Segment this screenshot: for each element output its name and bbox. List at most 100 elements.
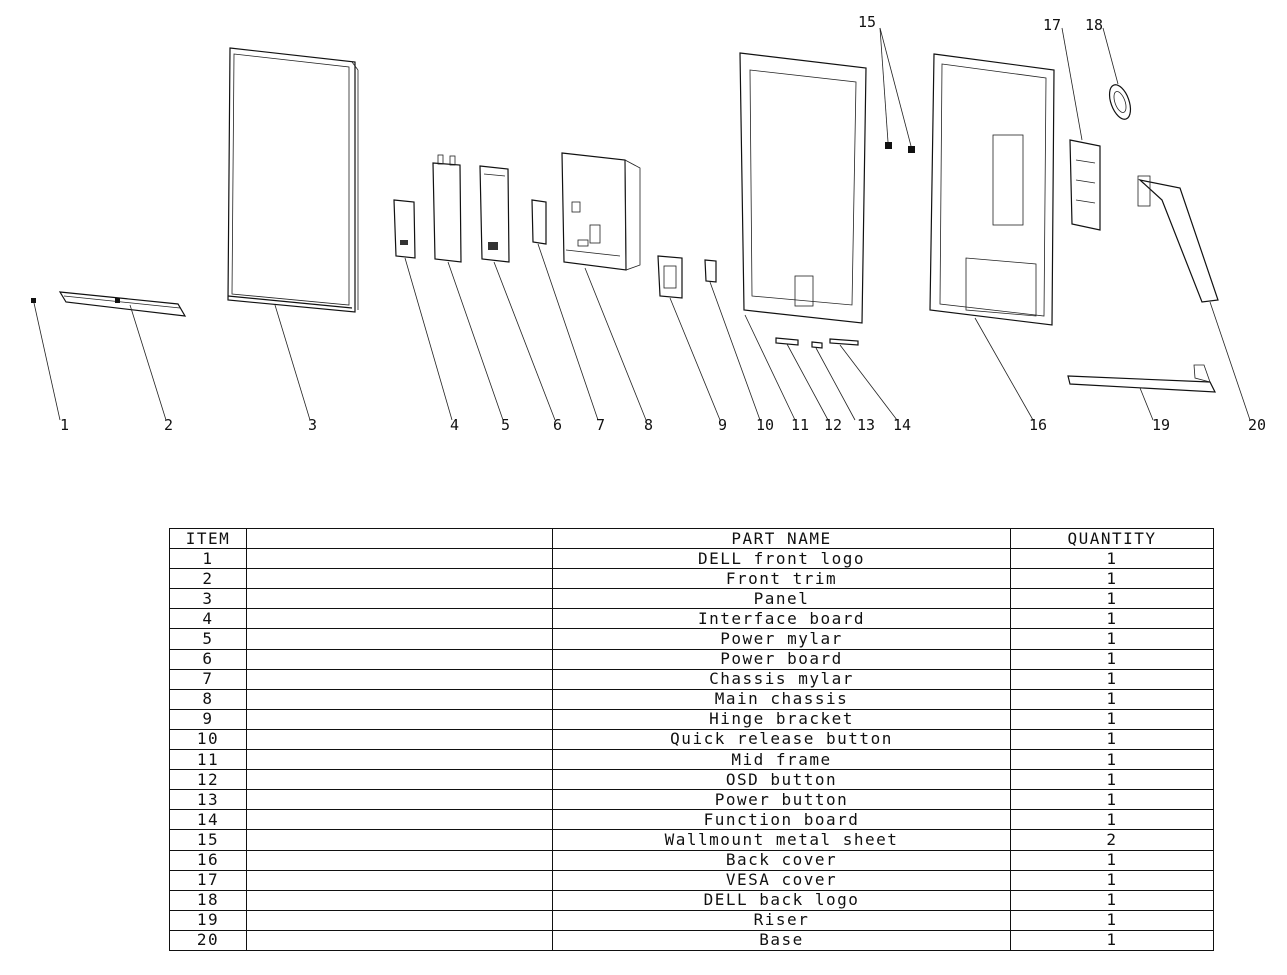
quantity-cell: 1 xyxy=(1010,668,1214,690)
blank-cell xyxy=(246,608,553,630)
part-panel xyxy=(227,47,359,313)
part-mid-frame xyxy=(739,52,867,324)
part-dell-back-logo xyxy=(1108,84,1132,120)
callout-14: 14 xyxy=(893,416,911,434)
quantity-cell: 1 xyxy=(1010,889,1214,911)
part-name-cell: Chassis mylar xyxy=(552,668,1011,690)
quantity-cell: 1 xyxy=(1010,688,1214,710)
callout-18: 18 xyxy=(1085,16,1103,34)
quantity-cell: 1 xyxy=(1010,568,1214,590)
item-cell: 17 xyxy=(169,869,247,891)
callout-6: 6 xyxy=(553,416,562,434)
blank-cell xyxy=(246,889,553,911)
item-cell: 7 xyxy=(169,668,247,690)
blank-cell xyxy=(246,668,553,690)
part-function-board xyxy=(829,338,859,346)
blank-cell xyxy=(246,628,553,650)
item-cell: 3 xyxy=(169,588,247,610)
part-name-cell: Main chassis xyxy=(552,688,1011,710)
item-cell: 11 xyxy=(169,749,247,771)
blank-cell xyxy=(246,548,553,570)
item-cell: 4 xyxy=(169,608,247,630)
quantity-cell: 1 xyxy=(1010,548,1214,570)
part-name-cell: VESA cover xyxy=(552,869,1011,891)
item-cell: 16 xyxy=(169,849,247,871)
quantity-cell: 1 xyxy=(1010,909,1214,931)
part-name-cell: Base xyxy=(552,929,1011,951)
part-front-trim xyxy=(58,291,187,317)
part-vesa-cover xyxy=(1069,139,1101,231)
part-power-board xyxy=(479,165,510,263)
quantity-cell: 1 xyxy=(1010,869,1214,891)
part-back-cover xyxy=(929,53,1055,326)
exploded-view-drawing: 1 2 3 4 5 6 7 8 9 10 11 12 13 14 15 16 1… xyxy=(0,0,1287,470)
part-osd-button xyxy=(775,337,799,346)
blank-cell xyxy=(246,708,553,730)
header-blank xyxy=(246,527,553,550)
part-main-chassis xyxy=(561,152,641,271)
callout-labels: 1 2 3 4 5 6 7 8 9 10 11 12 13 14 15 16 1… xyxy=(60,13,1266,434)
blank-cell xyxy=(246,789,553,811)
part-name-cell: Interface board xyxy=(552,608,1011,630)
blank-cell xyxy=(246,809,553,831)
part-power-button xyxy=(811,341,823,349)
part-name-cell: Function board xyxy=(552,809,1011,831)
callout-20: 20 xyxy=(1248,416,1266,434)
blank-cell xyxy=(246,869,553,891)
callout-19: 19 xyxy=(1152,416,1170,434)
item-cell: 19 xyxy=(169,909,247,931)
part-name-cell: Power button xyxy=(552,789,1011,811)
quantity-cell: 1 xyxy=(1010,648,1214,670)
callout-11: 11 xyxy=(791,416,809,434)
callout-16: 16 xyxy=(1029,416,1047,434)
quantity-cell: 1 xyxy=(1010,728,1214,751)
callout-1: 1 xyxy=(60,416,69,434)
part-name-cell: OSD button xyxy=(552,769,1011,791)
callout-3: 3 xyxy=(308,416,317,434)
blank-cell xyxy=(246,648,553,670)
item-cell: 8 xyxy=(169,688,247,710)
part-wallmount-metal-sheet xyxy=(885,142,915,153)
item-cell: 9 xyxy=(169,708,247,730)
blank-cell xyxy=(246,829,553,851)
item-cell: 6 xyxy=(169,648,247,670)
blank-cell xyxy=(246,769,553,791)
item-cell: 5 xyxy=(169,628,247,650)
quantity-cell: 1 xyxy=(1010,708,1214,730)
quantity-cell: 1 xyxy=(1010,588,1214,610)
header-quantity: QUANTITY xyxy=(1010,527,1214,550)
quantity-cell: 1 xyxy=(1010,849,1214,871)
quantity-cell: 1 xyxy=(1010,809,1214,831)
item-cell: 15 xyxy=(169,829,247,851)
blank-cell xyxy=(246,749,553,771)
part-chassis-mylar xyxy=(531,199,547,245)
part-power-mylar xyxy=(432,154,462,263)
blank-cell xyxy=(246,909,553,931)
blank-cell xyxy=(246,929,553,951)
part-name-cell: Mid frame xyxy=(552,749,1011,771)
header-part-name: PART NAME xyxy=(552,527,1011,550)
header-item: ITEM xyxy=(169,527,247,550)
callout-13: 13 xyxy=(857,416,875,434)
callout-12: 12 xyxy=(824,416,842,434)
part-name-cell: Back cover xyxy=(552,849,1011,871)
blank-cell xyxy=(246,728,553,751)
parts-table-header: ITEM PART NAME QUANTITY xyxy=(169,527,1214,550)
part-name-cell: Quick release button xyxy=(552,728,1011,751)
callout-17: 17 xyxy=(1043,16,1061,34)
part-name-cell: DELL front logo xyxy=(552,548,1011,570)
part-name-cell: Hinge bracket xyxy=(552,708,1011,730)
quantity-cell: 1 xyxy=(1010,608,1214,630)
